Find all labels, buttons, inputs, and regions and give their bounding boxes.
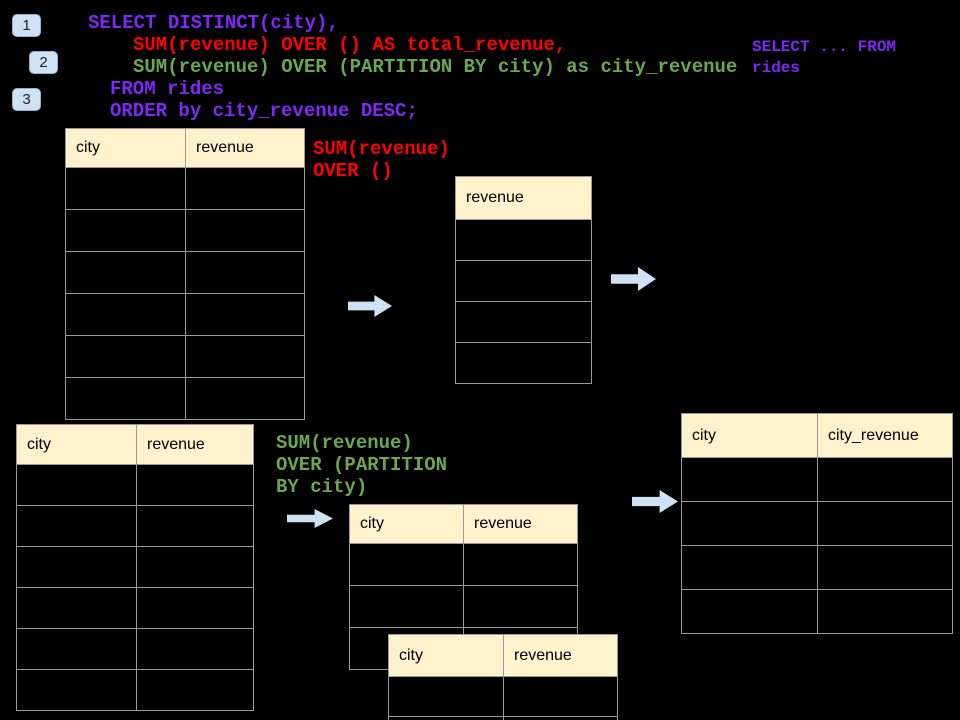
from-note-line2: rides <box>752 59 801 77</box>
column-header: revenue <box>464 505 578 544</box>
empty-cell <box>350 586 464 628</box>
from-note-line1: SELECT ... FROM <box>752 38 897 56</box>
partition-label-line3: BY city) <box>276 476 368 498</box>
total-label-line1: SUM(revenue) <box>313 138 450 160</box>
sql-line-from: FROM rides <box>110 78 225 100</box>
empty-cell <box>66 378 186 420</box>
empty-cell <box>17 629 137 670</box>
empty-cell <box>456 220 592 261</box>
column-header: revenue <box>186 129 305 168</box>
empty-cell <box>137 588 254 629</box>
empty-cell <box>456 261 592 302</box>
empty-cell <box>17 547 137 588</box>
empty-cell <box>186 168 305 210</box>
empty-cell <box>682 590 818 634</box>
sql-line-total-revenue: SUM(revenue) OVER () AS total_revenue, <box>133 34 567 56</box>
sql-line-order-by: ORDER by city_revenue DESC; <box>110 100 418 122</box>
empty-cell <box>464 544 578 586</box>
column-header: city <box>66 129 186 168</box>
empty-cell <box>186 378 305 420</box>
sql-line-select: SELECT DISTINCT(city), <box>88 12 339 34</box>
empty-cell <box>137 629 254 670</box>
column-header: city <box>350 505 464 544</box>
empty-cell <box>818 546 953 590</box>
empty-cell <box>389 717 504 720</box>
empty-cell <box>17 506 137 547</box>
flow-arrow-to-revenue-table <box>348 295 392 317</box>
column-header: revenue <box>456 177 592 220</box>
empty-cell <box>66 168 186 210</box>
empty-cell <box>66 336 186 378</box>
column-header: revenue <box>504 635 618 677</box>
column-header: city <box>389 635 504 677</box>
empty-cell <box>389 677 504 717</box>
partition-label-line1: SUM(revenue) <box>276 432 413 454</box>
flow-arrow-from-revenue-table <box>611 267 656 291</box>
column-header: city_revenue <box>818 414 953 458</box>
empty-cell <box>186 210 305 252</box>
empty-cell <box>186 294 305 336</box>
empty-cell <box>456 302 592 343</box>
empty-cell <box>137 465 254 506</box>
step-badge-2: 2 <box>29 51 58 74</box>
partition-label-line2: OVER (PARTITION <box>276 454 448 476</box>
empty-cell <box>682 546 818 590</box>
flow-arrow-to-result-table <box>632 490 678 513</box>
empty-cell <box>682 502 818 546</box>
empty-cell <box>137 670 254 711</box>
empty-cell <box>818 502 953 546</box>
empty-cell <box>137 506 254 547</box>
empty-cell <box>464 586 578 628</box>
empty-cell <box>137 547 254 588</box>
empty-cell <box>456 343 592 384</box>
step-badge-1: 1 <box>12 14 41 37</box>
empty-cell <box>186 252 305 294</box>
empty-cell <box>818 458 953 502</box>
empty-cell <box>350 544 464 586</box>
empty-cell <box>818 590 953 634</box>
column-header: city <box>682 414 818 458</box>
column-header: revenue <box>137 425 254 465</box>
empty-cell <box>66 294 186 336</box>
empty-cell <box>504 717 618 720</box>
step-badge-3: 3 <box>12 88 41 111</box>
empty-cell <box>17 465 137 506</box>
total-label-line2: OVER () <box>313 160 393 182</box>
empty-cell <box>682 458 818 502</box>
table-revenue-only: revenue <box>455 176 592 384</box>
empty-cell <box>17 588 137 629</box>
empty-cell <box>66 210 186 252</box>
empty-cell <box>504 677 618 717</box>
empty-cell <box>17 670 137 711</box>
sql-line-city-revenue: SUM(revenue) OVER (PARTITION BY city) as… <box>133 56 738 78</box>
column-header: city <box>17 425 137 465</box>
empty-cell <box>66 252 186 294</box>
empty-cell <box>186 336 305 378</box>
flow-arrow-to-partition-tables <box>287 509 333 528</box>
